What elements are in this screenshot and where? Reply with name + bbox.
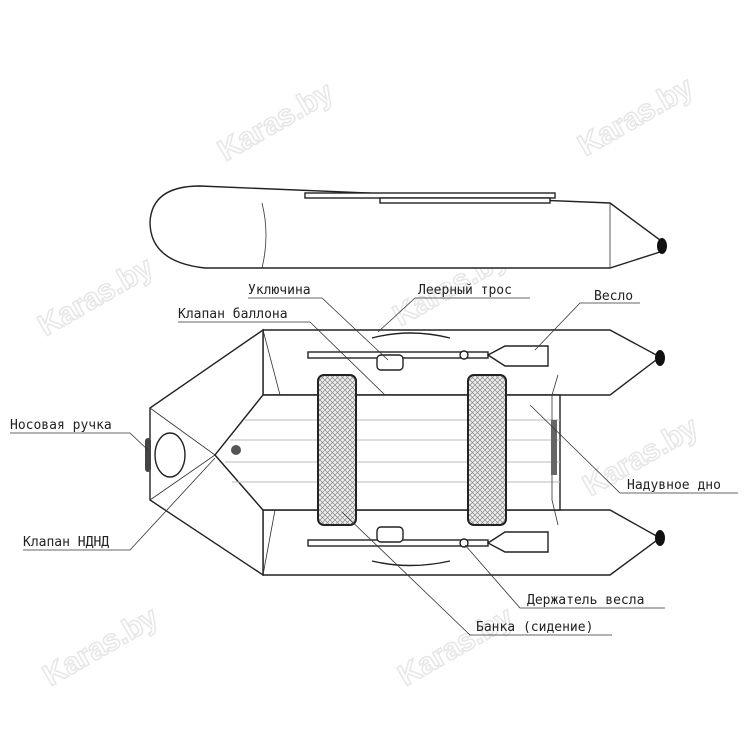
seat-icon [317, 374, 357, 526]
label-seat: Банка (сидение) [476, 620, 593, 635]
label-bow-handle: Носовая ручка [10, 418, 112, 433]
label-tube-valve: Клапан баллона [178, 307, 288, 322]
label-grab-line: Леерный трос [418, 283, 512, 298]
watermark: Karas.by [213, 76, 340, 168]
watermark: Karas.by [393, 601, 520, 693]
watermark: Karas.by [33, 251, 160, 343]
label-oarlock: Уключина [248, 283, 311, 298]
watermark: Karas.by [38, 601, 165, 693]
seat-icon [467, 374, 507, 526]
floor-valve-icon [231, 445, 241, 455]
watermark: Karas.by [573, 71, 700, 163]
label-floor-valve: Клапан НДНД [23, 535, 109, 550]
boat-top-view [145, 328, 665, 577]
label-inflatable-floor: Надувное дно [627, 478, 721, 493]
leader-lines [10, 297, 738, 636]
bow-handle-icon [154, 432, 186, 478]
label-oar: Весло [594, 289, 633, 304]
label-oar-holder: Держатель весла [527, 593, 644, 608]
boat-side-view [149, 185, 667, 269]
